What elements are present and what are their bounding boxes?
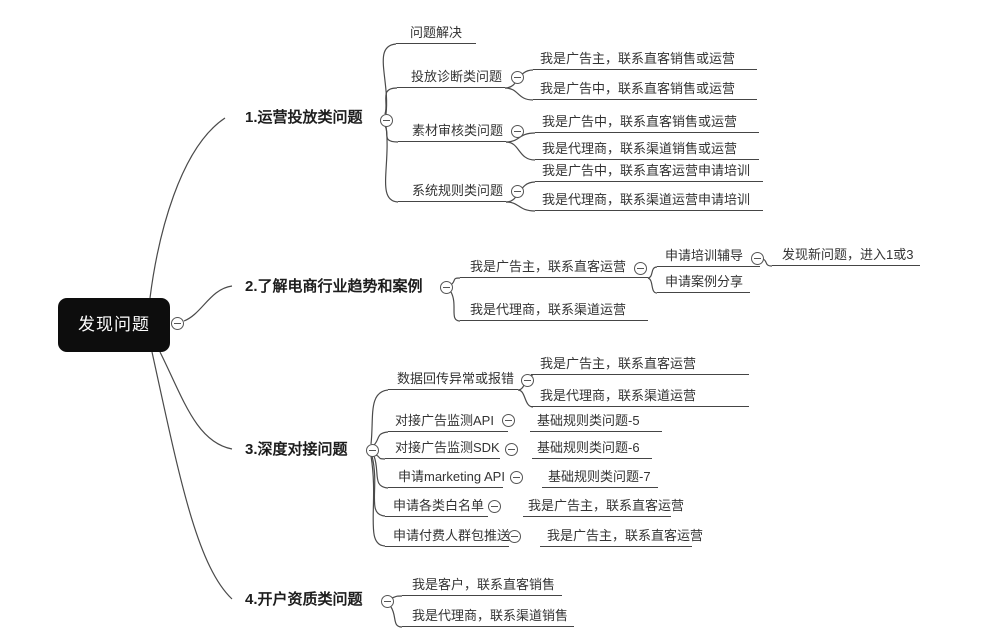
collapse-icon[interactable]	[634, 262, 647, 275]
node-2-1[interactable]: 我是广告主，联系直客运营	[460, 259, 648, 278]
collapse-icon[interactable]	[511, 185, 524, 198]
node-3-1-1[interactable]: 我是广告主，联系直客运营	[531, 356, 749, 375]
collapse-icon[interactable]	[505, 443, 518, 456]
connector	[370, 455, 386, 547]
collapse-icon[interactable]	[381, 595, 394, 608]
connector	[159, 351, 233, 450]
collapse-icon[interactable]	[510, 471, 523, 484]
connector	[450, 291, 461, 322]
connector	[505, 141, 536, 161]
connector	[370, 389, 389, 445]
node-1-1[interactable]: 问题解决	[396, 25, 476, 44]
collapse-icon[interactable]	[511, 125, 524, 138]
connector	[151, 351, 233, 600]
node-4-1[interactable]: 我是客户，联系直客销售	[402, 577, 562, 596]
connector	[390, 606, 403, 628]
collapse-icon[interactable]	[502, 414, 515, 427]
node-3-2[interactable]: 对接广告监测API	[388, 413, 508, 432]
connector	[149, 117, 226, 299]
node-2-2[interactable]: 我是代理商，联系渠道运营	[460, 302, 648, 321]
node-2-1-1[interactable]: 申请培训辅导	[657, 248, 760, 267]
node-3-6[interactable]: 申请付费人群包推送	[385, 528, 510, 547]
connector	[505, 201, 536, 212]
node-2-1-2[interactable]: 申请案例分享	[657, 274, 750, 293]
connector	[375, 454, 386, 460]
node-branch-2[interactable]: 2.了解电商行业趋势和案例	[245, 278, 423, 295]
node-3-3[interactable]: 对接广告监测SDK	[385, 440, 500, 459]
node-3-5[interactable]: 申请各类白名单	[385, 498, 488, 517]
node-1-3-2[interactable]: 我是代理商，联系渠道销售或运营	[535, 141, 759, 160]
collapse-icon[interactable]	[521, 374, 534, 387]
connector	[647, 277, 658, 294]
node-1-3-1[interactable]: 我是广告中，联系直客销售或运营	[535, 114, 759, 133]
node-3-3-1[interactable]: 基础规则类问题-6	[532, 440, 652, 459]
connector	[762, 258, 773, 267]
connector	[371, 455, 386, 517]
node-3-2-1[interactable]: 基础规则类问题-5	[530, 413, 662, 432]
collapse-icon[interactable]	[751, 252, 764, 265]
node-3-1-2[interactable]: 我是代理商，联系渠道运营	[531, 388, 749, 407]
connector	[384, 125, 399, 143]
connector	[504, 87, 534, 101]
node-3-6-1[interactable]: 我是广告主，联系直客运营	[540, 528, 703, 547]
connector	[382, 43, 397, 115]
connector	[384, 87, 398, 115]
node-root[interactable]: 发现问题	[58, 298, 170, 352]
connector	[647, 266, 658, 279]
node-1-4-1[interactable]: 我是广告中，联系直客运营申请培训	[535, 163, 763, 182]
node-1-2-1[interactable]: 我是广告主，联系直客销售或运营	[533, 51, 757, 70]
collapse-icon[interactable]	[511, 71, 524, 84]
connector	[451, 277, 461, 285]
collapse-icon[interactable]	[380, 114, 393, 127]
connector	[391, 595, 403, 599]
collapse-icon[interactable]	[366, 444, 379, 457]
connector	[183, 285, 233, 322]
node-3-5-1[interactable]: 我是广告主，联系直客运营	[523, 498, 684, 517]
node-1-3[interactable]: 素材审核类问题	[398, 123, 506, 142]
node-1-4-2[interactable]: 我是代理商，联系渠道运营申请培训	[535, 192, 763, 211]
collapse-icon[interactable]	[171, 317, 184, 330]
node-branch-3[interactable]: 3.深度对接问题	[245, 441, 348, 458]
node-branch-4[interactable]: 4.开户资质类问题	[245, 591, 363, 608]
collapse-icon[interactable]	[488, 500, 501, 513]
node-2-1-1-1[interactable]: 发现新问题，进入1或3	[772, 247, 920, 266]
node-3-4-1[interactable]: 基础规则类问题-7	[542, 469, 658, 488]
collapse-icon[interactable]	[508, 530, 521, 543]
node-1-4[interactable]: 系统规则类问题	[398, 183, 506, 202]
node-3-4[interactable]: 申请marketing API	[388, 469, 505, 488]
node-1-2[interactable]: 投放诊断类问题	[397, 69, 505, 88]
node-4-2[interactable]: 我是代理商，联系渠道销售	[402, 608, 574, 627]
node-1-2-2[interactable]: 我是广告中，联系直客销售或运营	[533, 81, 757, 100]
node-branch-1[interactable]: 1.运营投放类问题	[245, 109, 363, 126]
connector	[384, 125, 399, 203]
node-3-1[interactable]: 数据回传异常或报错	[388, 371, 518, 390]
connector	[373, 455, 389, 489]
collapse-icon[interactable]	[440, 281, 453, 294]
